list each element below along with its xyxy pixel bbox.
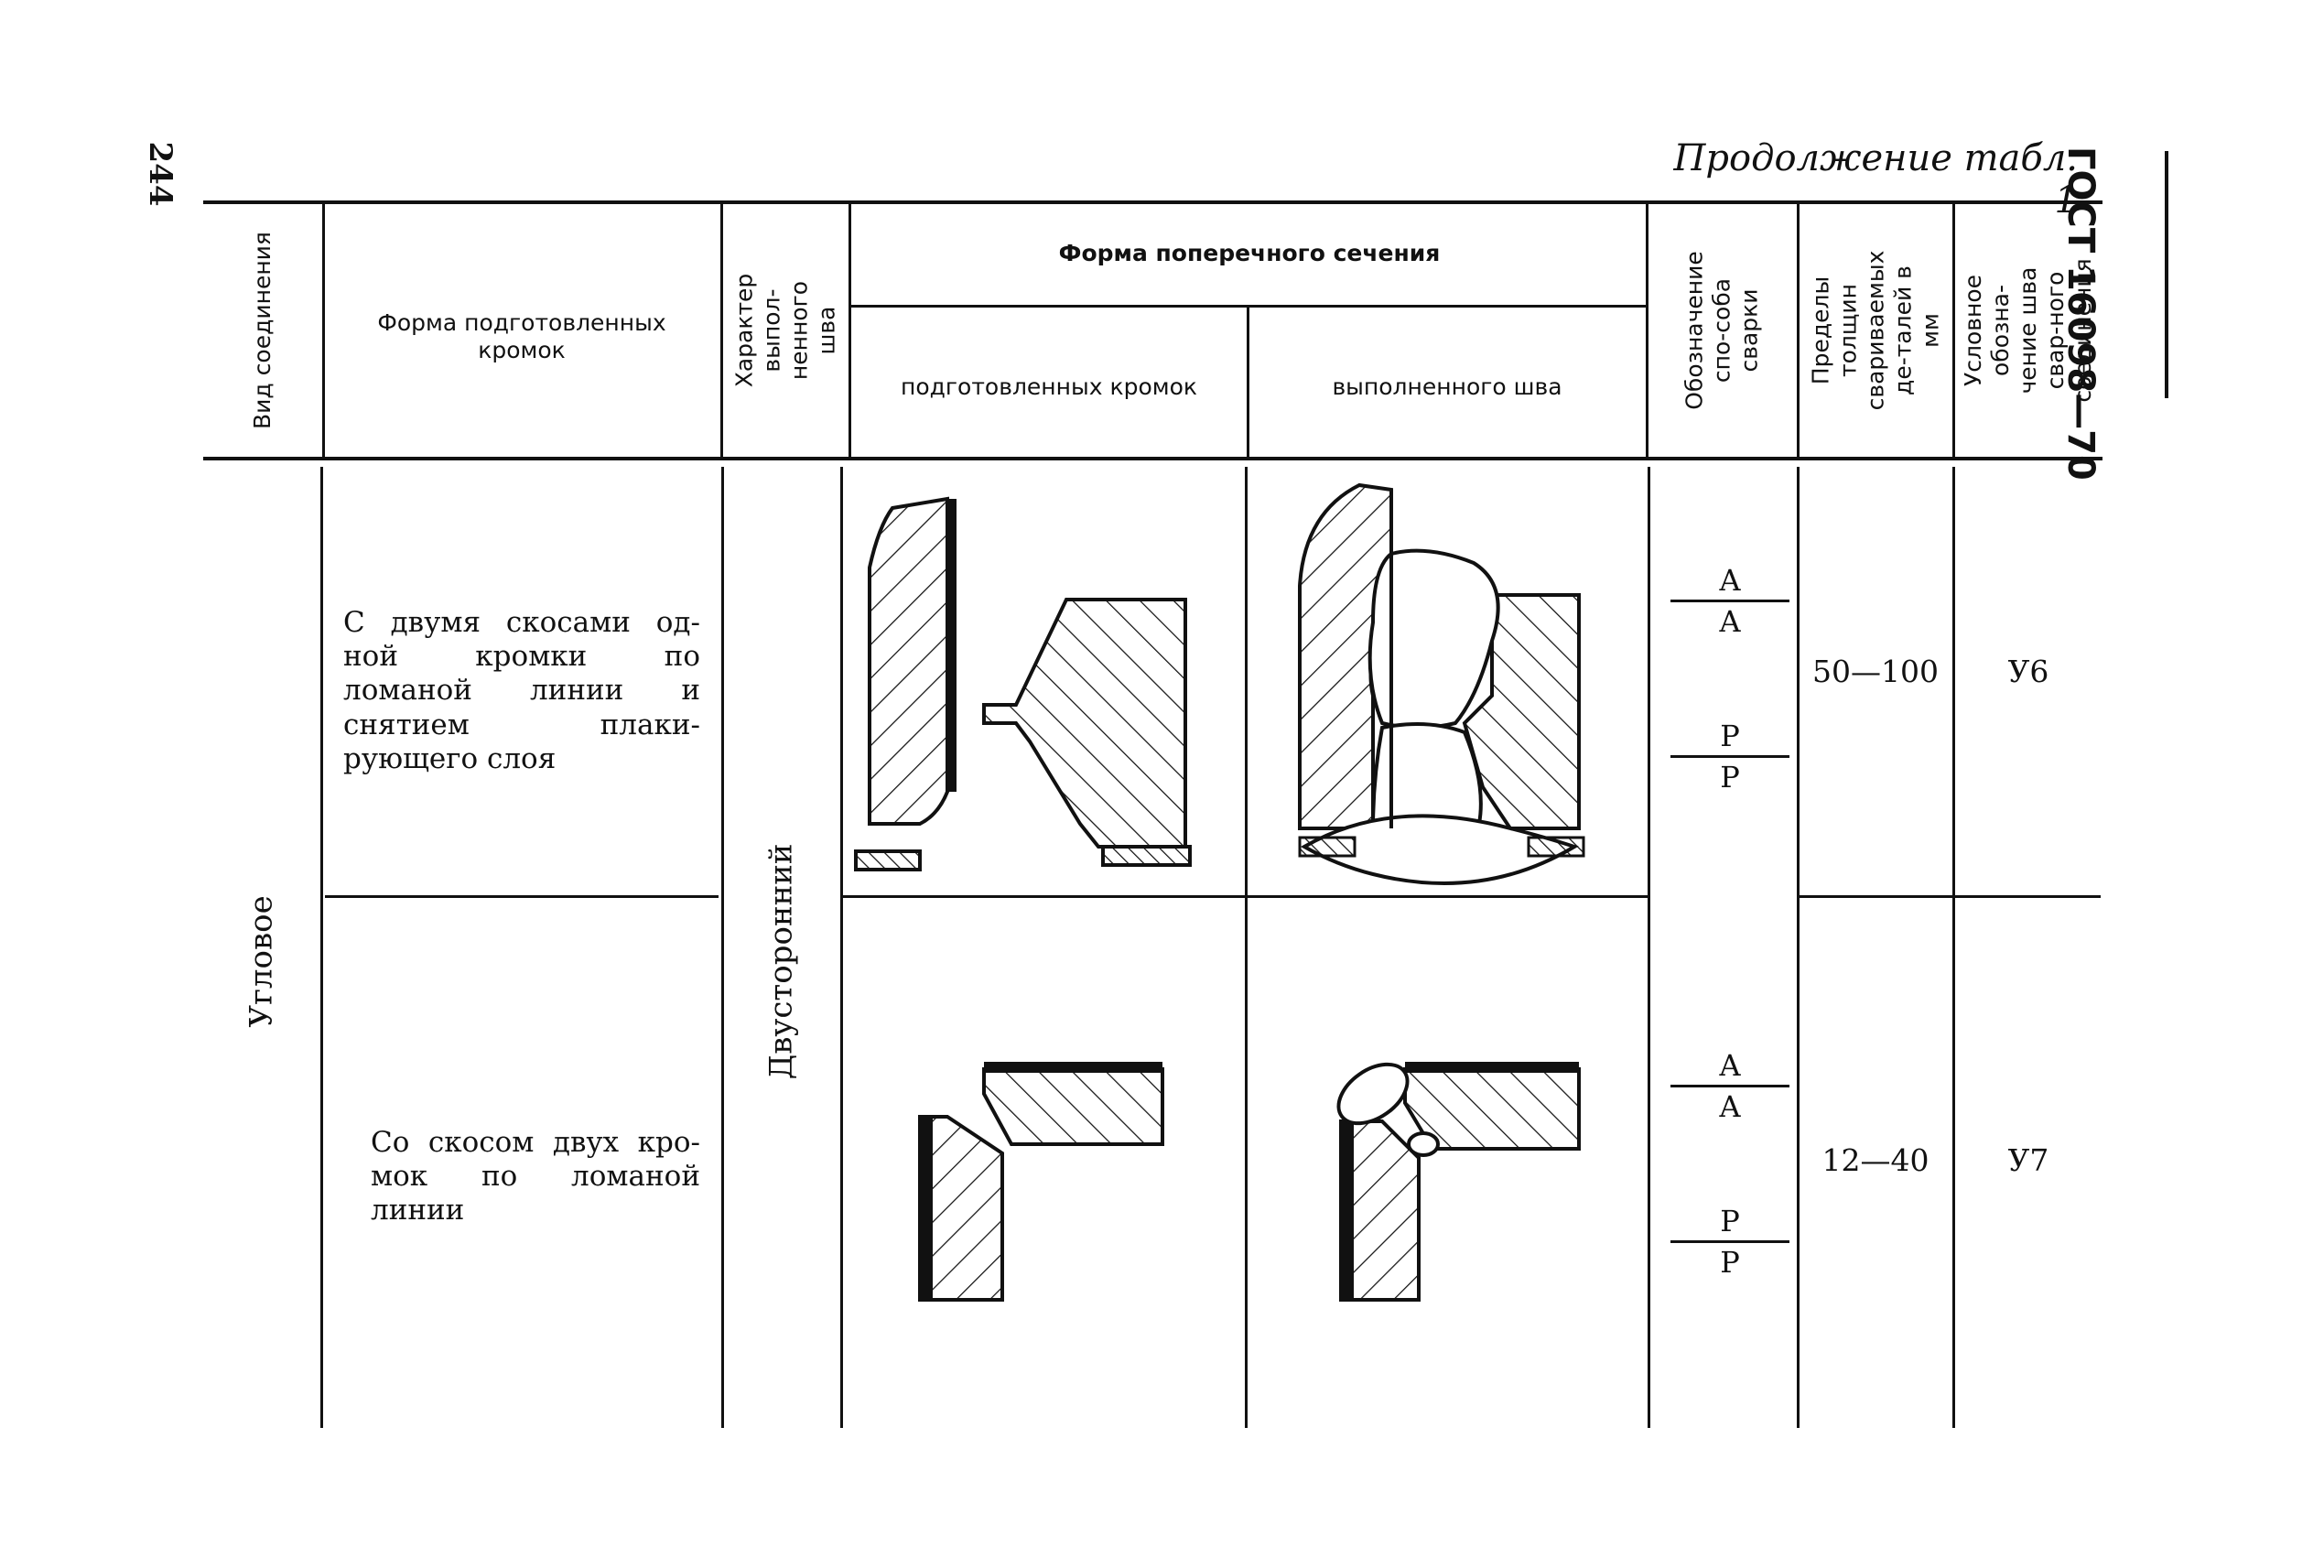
row2-designation: У7 <box>2007 1142 2049 1178</box>
body-col-4 <box>1245 467 1248 1428</box>
row1-prepared-vertical-plate <box>854 496 957 871</box>
row1-thickness: 50—100 <box>1812 654 1939 689</box>
row-divider-edge <box>325 895 719 898</box>
row2-edge-form: Со скосом двух кро-мок по ломаной линии <box>371 1126 700 1227</box>
header-section-form: Форма поперечного сечения <box>1058 240 1441 266</box>
body-col-3 <box>840 467 843 1428</box>
body-col-2 <box>721 467 724 1428</box>
hdr-col-5 <box>1646 204 1648 457</box>
header-edge-form: Форма подготовленных кромок <box>377 309 666 363</box>
section-subheader-rule <box>851 305 1648 308</box>
body-col-6 <box>1797 467 1800 1428</box>
body-col-1 <box>320 467 323 1428</box>
hdr-col-6 <box>1797 204 1800 457</box>
header-finished-seam: выполненного шва <box>1332 373 1562 400</box>
hdr-col-2 <box>720 204 723 457</box>
hdr-col-1 <box>322 204 325 457</box>
table-top-rule <box>203 200 2102 204</box>
hdr-col-3 <box>849 204 851 457</box>
row2-prepared-plates <box>918 1062 1164 1302</box>
row-divider-values <box>1799 895 2101 898</box>
hdr-col-4 <box>1247 308 1249 457</box>
header-bottom-rule <box>203 457 2102 460</box>
row1-designation: У6 <box>2007 654 2049 689</box>
row2-finished-seam <box>1336 1062 1581 1302</box>
standard-rule <box>2165 151 2168 398</box>
row1-edge-form: С двумя скосами од-ной кромки по ломаной… <box>343 606 700 775</box>
header-prepared-edges: подготовленных кромок <box>901 373 1197 400</box>
row1-finished-seam <box>1298 482 1585 885</box>
row1-prepared-angled-plate <box>982 598 1192 867</box>
body-col-7 <box>1952 467 1955 1428</box>
hdr-col-7 <box>1952 204 1955 457</box>
row2-thickness: 12—40 <box>1821 1142 1929 1178</box>
body-col-5 <box>1648 467 1650 1428</box>
